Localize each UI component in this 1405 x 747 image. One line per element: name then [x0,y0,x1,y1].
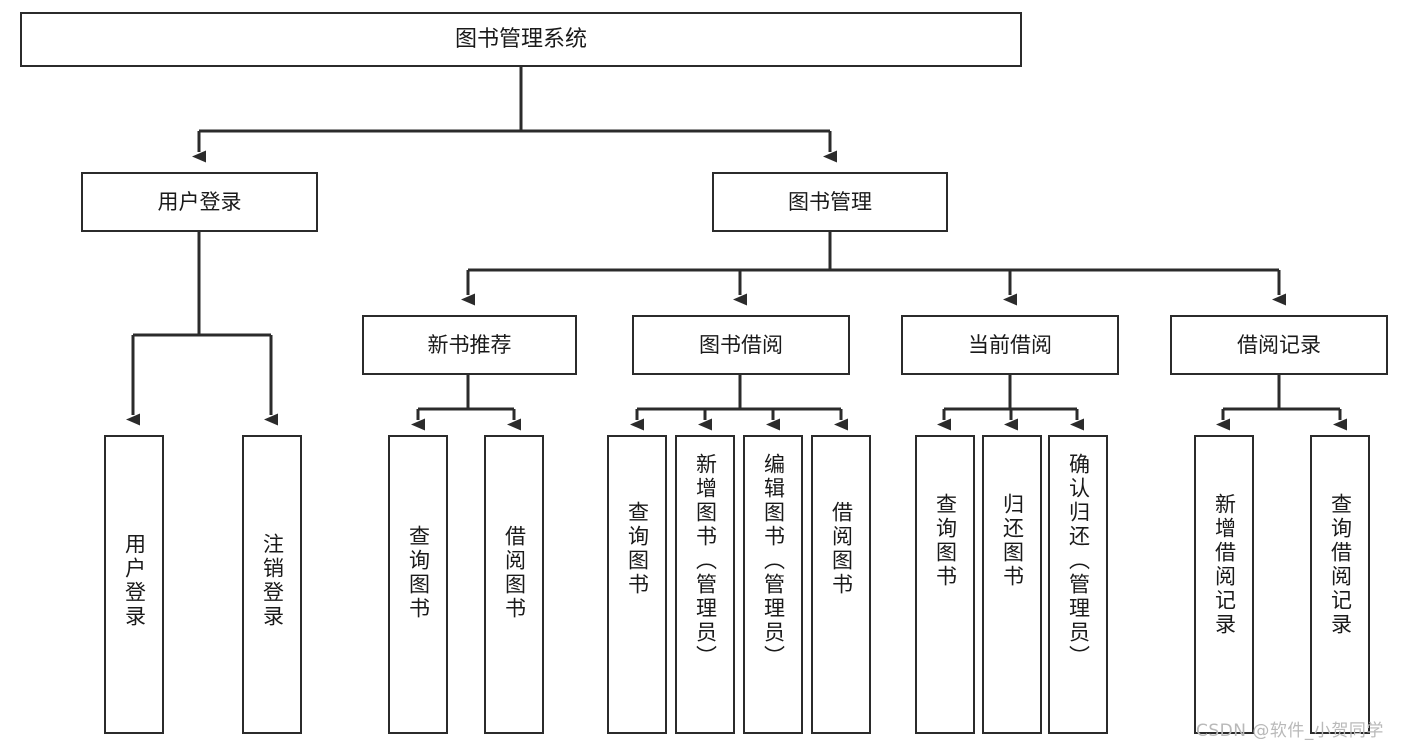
leaf-borrow-query-book[interactable]: 查询图书 [607,435,667,734]
leaf-logout-login[interactable]: 注销登录 [242,435,302,734]
node-book-borrow[interactable]: 图书借阅 [632,315,850,375]
leaf-newbook-borrow-book[interactable]: 借阅图书 [484,435,544,734]
leaf-record-add-borrow-record[interactable]: 新增借阅记录 [1194,435,1254,734]
node-label: 借阅图书 [829,501,854,597]
leaf-current-return-book[interactable]: 归还图书 [982,435,1042,734]
node-label: 新增图书（管理员） [693,453,718,669]
node-label: 用户登录 [122,533,147,629]
leaf-record-query-borrow-record[interactable]: 查询借阅记录 [1310,435,1370,734]
node-label: 借阅记录 [1237,332,1321,357]
node-label: 当前借阅 [968,332,1052,357]
leaf-newbook-query-book[interactable]: 查询图书 [388,435,448,734]
node-label: 借阅图书 [502,525,527,621]
node-label: 图书管理 [788,189,872,214]
node-label: 图书借阅 [699,332,783,357]
node-label: 确认归还（管理员） [1066,453,1091,669]
node-label: 新增借阅记录 [1212,493,1237,637]
node-label: 新书推荐 [427,332,512,357]
csdn-watermark: CSDN @软件_小贺同学 [1196,721,1384,741]
leaf-borrow-borrow-book[interactable]: 借阅图书 [811,435,871,734]
node-label: 编辑图书（管理员） [761,453,786,669]
node-book-management[interactable]: 图书管理 [712,172,948,232]
node-borrow-record[interactable]: 借阅记录 [1170,315,1388,375]
node-label: 归还图书 [1000,493,1025,589]
node-user-login[interactable]: 用户登录 [81,172,318,232]
leaf-user-login[interactable]: 用户登录 [104,435,164,734]
node-new-book-recommend[interactable]: 新书推荐 [362,315,577,375]
leaf-current-query-book[interactable]: 查询图书 [915,435,975,734]
node-system-title[interactable]: 图书管理系统 [20,12,1022,67]
node-label: 查询图书 [625,501,650,597]
node-label: 注销登录 [260,533,285,629]
node-label: 查询图书 [406,525,431,621]
node-label: 查询借阅记录 [1328,493,1353,637]
leaf-current-confirm-return-admin[interactable]: 确认归还（管理员） [1048,435,1108,734]
node-current-borrow[interactable]: 当前借阅 [901,315,1119,375]
node-label: 图书管理系统 [454,26,587,52]
leaf-borrow-edit-book-admin[interactable]: 编辑图书（管理员） [743,435,803,734]
leaf-borrow-add-book-admin[interactable]: 新增图书（管理员） [675,435,735,734]
node-label: 用户登录 [157,189,242,214]
node-label: 查询图书 [933,493,958,589]
